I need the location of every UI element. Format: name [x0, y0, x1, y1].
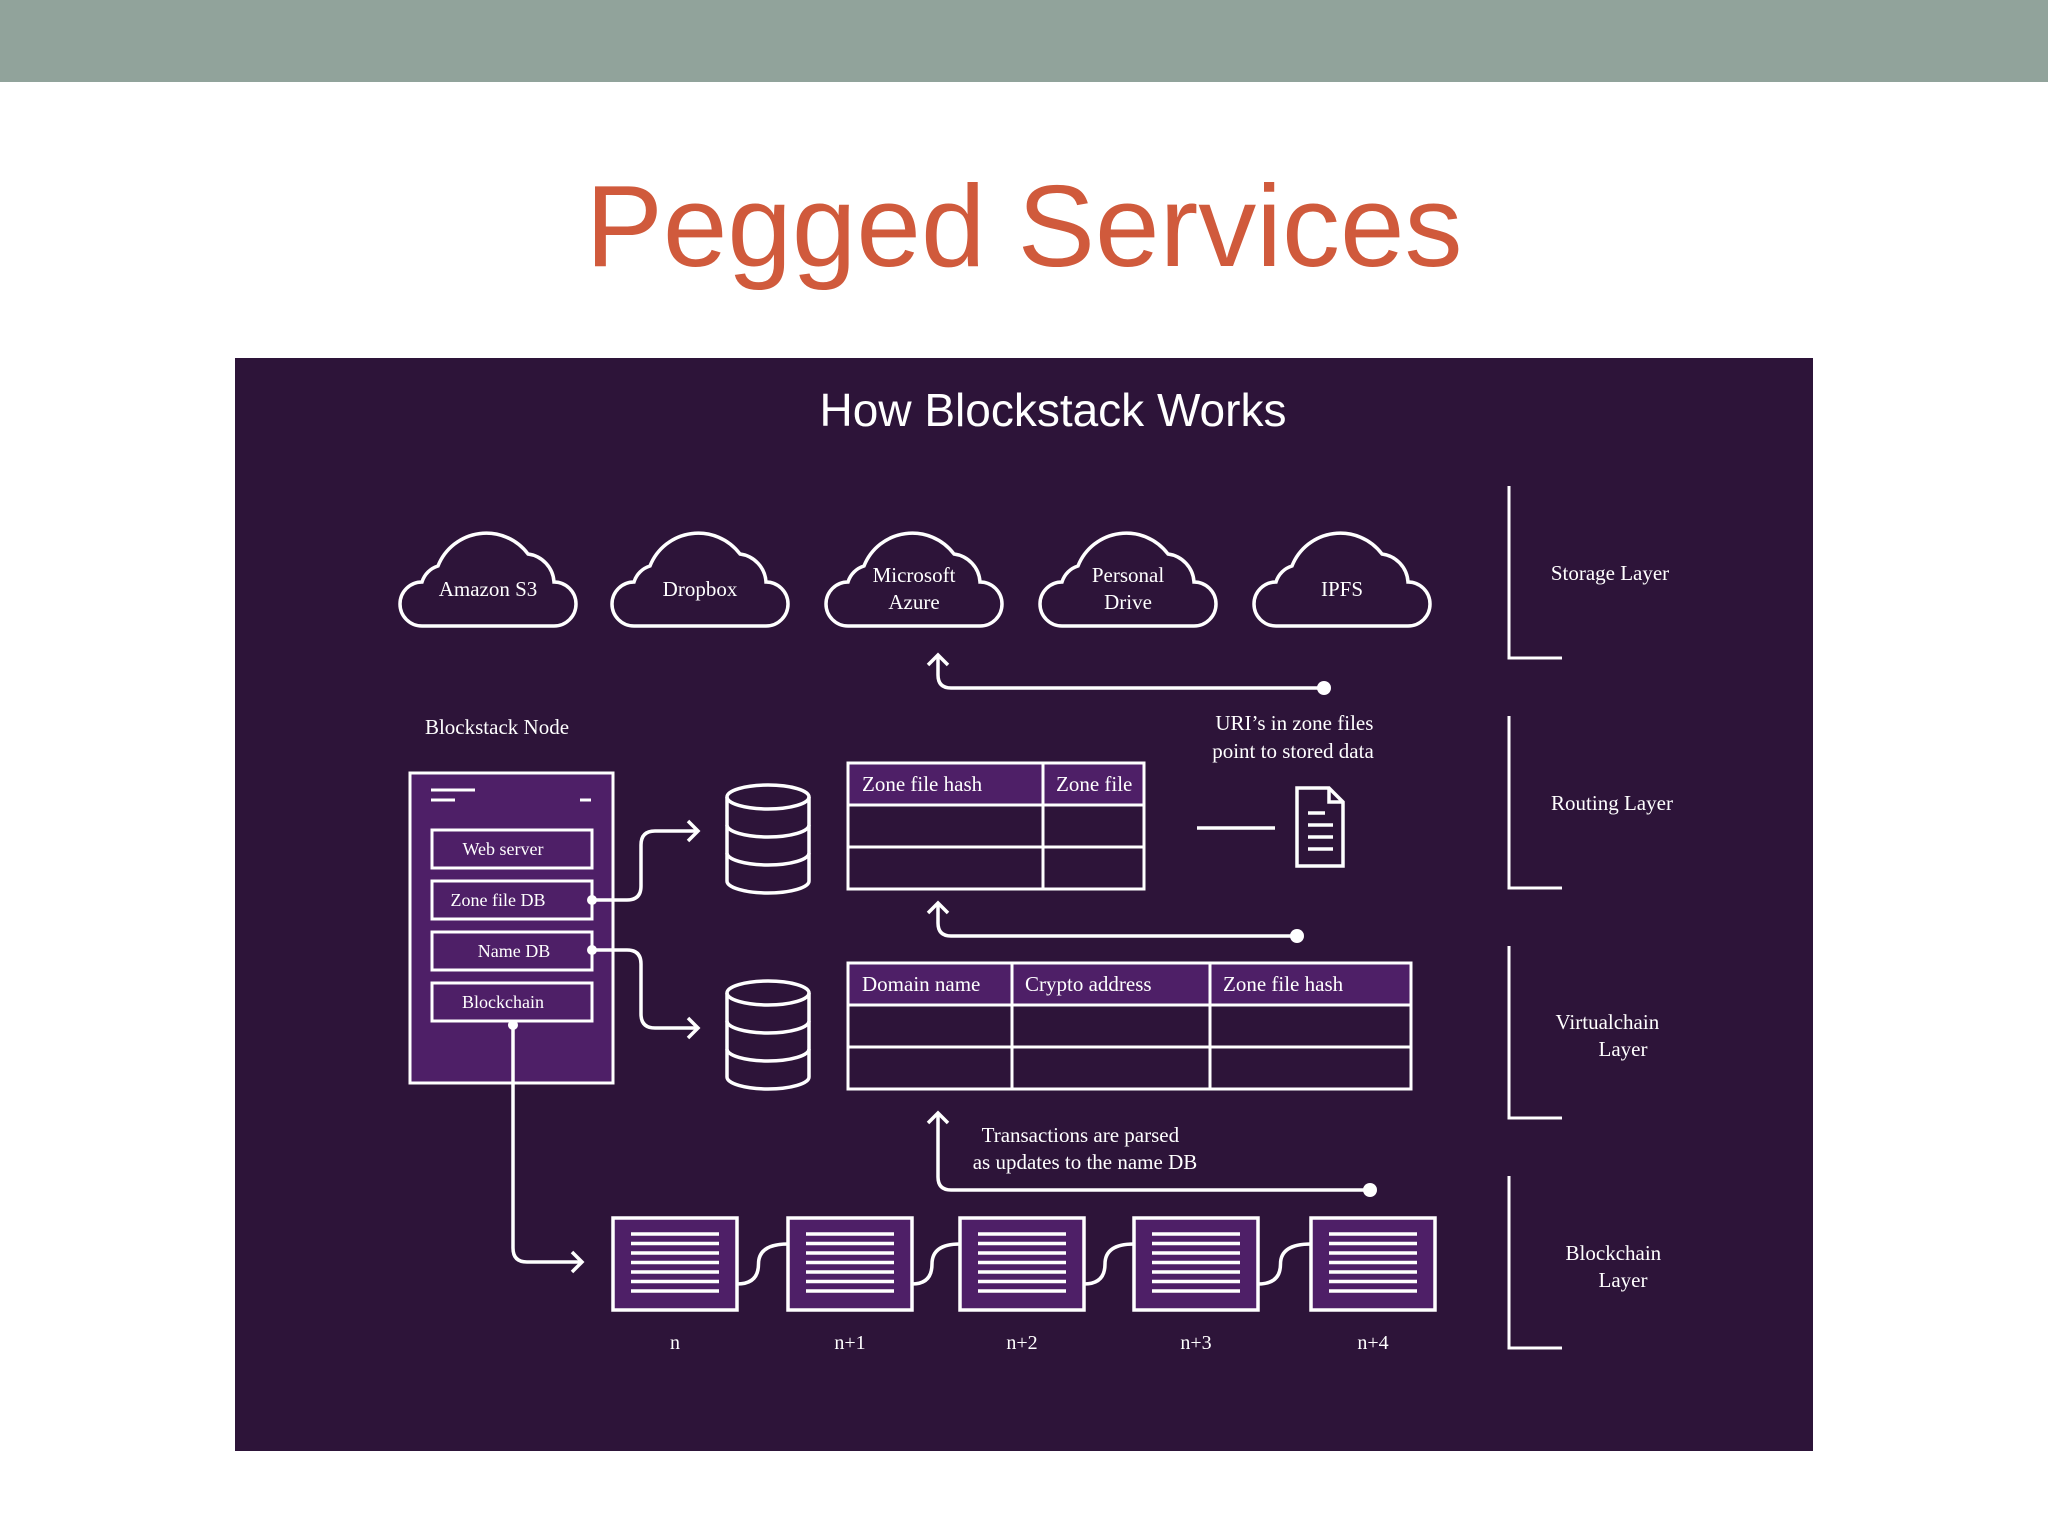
transactions-arrow: [926, 1110, 1370, 1192]
chain-link: [736, 1242, 789, 1286]
node-item-zone-file-db: Zone file DB: [430, 879, 594, 921]
chain-link: [1083, 1242, 1135, 1286]
layer-label-storage: Storage Layer: [1551, 561, 1669, 585]
blockstack-diagram: How Blockstack Works Amazon S3 Dropbox Mic…: [235, 358, 1813, 1451]
node-item-label: Zone file DB: [451, 890, 546, 910]
node-connectors: [511, 819, 701, 1274]
node-menu-icon: [431, 788, 591, 802]
table-header: Zone file hash: [862, 772, 983, 796]
connector-dot: [508, 1020, 518, 1030]
node-item-label: Blockchain: [462, 992, 544, 1012]
table-header: Domain name: [862, 972, 980, 996]
routing-arrow: [926, 900, 1297, 938]
header-band: [0, 0, 2048, 82]
block-icon: n+1: [786, 1216, 914, 1354]
node-item-blockchain: Blockchain: [430, 981, 594, 1023]
name-db-table: Domain name Crypto address Zone file has…: [846, 961, 1413, 1091]
chain-link: [911, 1242, 961, 1286]
storage-pointer-arrow: [926, 652, 1324, 690]
chain-link: [1257, 1242, 1312, 1286]
block-icon: n+2: [958, 1216, 1086, 1354]
layer-label-blockchain: Blockchain Layer: [1566, 1241, 1667, 1292]
node-item-web-server: Web server: [430, 828, 594, 870]
cloud-label: Amazon S3: [439, 577, 538, 601]
node-item-label: Name DB: [478, 941, 550, 961]
connector-dot: [587, 945, 597, 955]
uri-note: URI’s in zone files point to stored data: [1212, 711, 1378, 763]
block-icon: n+4: [1309, 1216, 1437, 1354]
block-label: n: [670, 1332, 680, 1354]
block-icon: n: [611, 1216, 739, 1354]
layer-labels: Storage Layer Routing Layer Virtualchain…: [1551, 561, 1673, 1292]
block-label: n+4: [1357, 1332, 1388, 1354]
table-header: Crypto address: [1025, 972, 1152, 996]
block-icon: n+3: [1132, 1216, 1260, 1354]
block-label: n+1: [834, 1332, 865, 1354]
connector-dot: [1317, 681, 1331, 695]
document-icon: [1295, 786, 1345, 868]
slide-title: Pegged Services: [585, 161, 1463, 291]
layer-brackets: [1507, 486, 1562, 1350]
database-icon: [725, 979, 811, 1091]
cloud-label: Dropbox: [663, 577, 738, 601]
cloud-icon: Amazon S3: [398, 531, 578, 628]
zone-file-table: Zone file hash Zone file: [846, 761, 1146, 891]
diagram-title: How Blockstack Works: [820, 384, 1287, 436]
table-header: Zone file: [1056, 772, 1132, 796]
node-item-label: Web server: [462, 839, 543, 859]
transactions-note: Transactions are parsed as updates to th…: [973, 1123, 1198, 1174]
node-title: Blockstack Node: [425, 715, 569, 739]
layer-label-routing: Routing Layer: [1551, 791, 1673, 815]
connector-dot: [1363, 1183, 1377, 1197]
table-header: Zone file hash: [1223, 972, 1344, 996]
cloud-label: IPFS: [1321, 577, 1363, 601]
connector-dot: [1290, 929, 1304, 943]
cloud-icon: Dropbox: [610, 531, 790, 628]
database-icon: [725, 783, 811, 895]
connector-dot: [587, 895, 597, 905]
layer-label-virtualchain: Virtualchain Layer: [1556, 1010, 1665, 1061]
node-item-name-db: Name DB: [430, 930, 594, 972]
block-label: n+3: [1180, 1332, 1211, 1354]
cloud-icon: IPFS: [1252, 531, 1432, 628]
block-label: n+2: [1006, 1332, 1037, 1354]
